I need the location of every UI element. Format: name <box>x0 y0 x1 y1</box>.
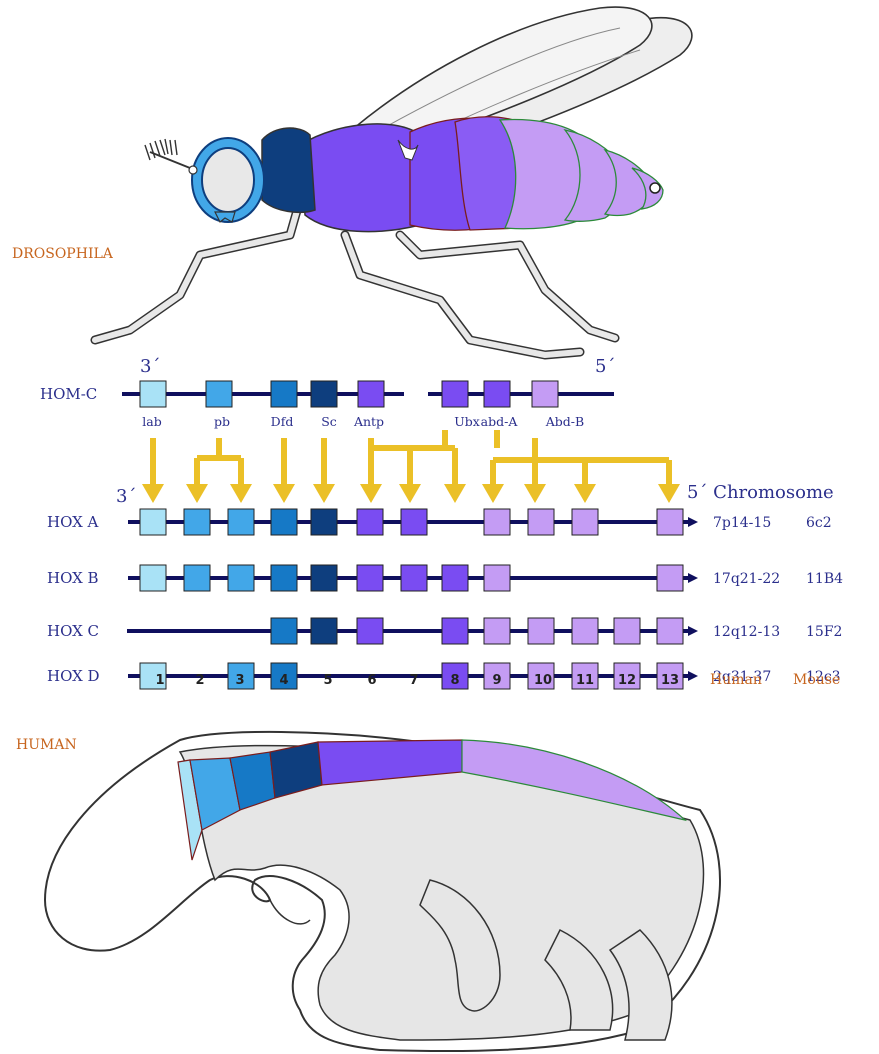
drosophila-illustration <box>95 7 692 355</box>
hox-gene-11 <box>572 509 598 535</box>
homc-gene-label: Sc <box>321 414 337 429</box>
hox-gene-3 <box>228 509 254 535</box>
paralog-number: 3 <box>235 673 244 688</box>
homc-gene-label: Ubx <box>454 414 480 429</box>
homology-arrows <box>142 430 680 503</box>
hox-row-hox-c: HOX C 12q12-13 15F2 <box>47 618 842 644</box>
homc-gene-dfd <box>271 381 297 407</box>
hox-cluster-label: HOX A <box>47 513 99 531</box>
hox-gene-1 <box>140 565 166 591</box>
hox-cluster-label: HOX C <box>47 622 99 640</box>
homc-gene-ubx <box>442 381 468 407</box>
homc-gene-sc <box>311 381 337 407</box>
paralog-number: 4 <box>279 673 288 688</box>
hox-gene-5 <box>311 509 337 535</box>
homc-gene-label: abd-A <box>481 414 519 429</box>
human-column-label: Human <box>710 672 762 688</box>
hox-gene-13 <box>657 618 683 644</box>
hox-gene-4 <box>271 565 297 591</box>
hox-row-hox-a: HOX A 7p14-15 6c2 <box>47 509 832 535</box>
paralog-number: 12 <box>618 673 636 688</box>
paralog-number: 2 <box>195 673 204 688</box>
homc-gene-lab <box>140 381 166 407</box>
homc-gene-antp <box>358 381 384 407</box>
hox-gene-13 <box>657 565 683 591</box>
hox-gene-7 <box>401 565 427 591</box>
hox-gene-8 <box>442 618 468 644</box>
hox-gene-10 <box>528 509 554 535</box>
hox-gene-4 <box>271 618 297 644</box>
homc-gene-label: lab <box>142 414 161 429</box>
homc-cluster: 3´ 5´ HOM-C lab pb Dfd Sc Antp Ubxabd-A Abd-B <box>40 356 615 429</box>
hox-gene-12 <box>614 618 640 644</box>
hox-gene-13 <box>657 509 683 535</box>
homc-gene-abdb <box>532 381 558 407</box>
hox-gene-8 <box>442 565 468 591</box>
homc-gene-label: pb <box>214 414 230 429</box>
hox-gene-3 <box>228 565 254 591</box>
paralog-number: 8 <box>450 673 459 688</box>
chromosome-end-arrow <box>688 671 698 681</box>
human-locus: 7p14-15 <box>713 515 771 531</box>
paralog-number: 13 <box>661 673 679 688</box>
hox-gene-5 <box>311 565 337 591</box>
hox-gene-1 <box>140 509 166 535</box>
human-locus: 17q21-22 <box>713 571 780 587</box>
mouse-locus: 6c2 <box>806 515 832 531</box>
fly-leg <box>95 200 300 340</box>
paralog-number: 5 <box>323 673 332 688</box>
hox-row-hox-b: HOX B 17q21-22 11B4 <box>47 565 843 591</box>
homc-gene-abda <box>484 381 510 407</box>
human-locus: 12q12-13 <box>713 624 780 640</box>
hox-gene-10 <box>528 618 554 644</box>
mouse-locus: 15F2 <box>806 624 842 640</box>
homc-gene-label: Abd-B <box>545 414 584 429</box>
paralog-number: 1 <box>155 673 164 688</box>
homc-five-prime: 5´ <box>595 356 615 377</box>
paralog-number: 6 <box>367 673 376 688</box>
mouse-locus: 11B4 <box>806 571 843 587</box>
homc-gene-label: Dfd <box>271 414 294 429</box>
paralog-number: 9 <box>492 673 501 688</box>
homc-gene-pb <box>206 381 232 407</box>
mouse-column-label: Mouse <box>793 672 840 688</box>
fly-eye <box>202 148 254 212</box>
hox-cluster-label: HOX B <box>47 569 99 587</box>
paralog-number: 7 <box>409 673 418 688</box>
chromosome-end-arrow <box>688 626 698 636</box>
fly-prothorax <box>262 128 315 212</box>
drosophila-label: DROSOPHILA <box>12 246 114 262</box>
homc-three-prime: 3´ <box>140 356 160 377</box>
hox-three-prime: 3´ <box>116 486 136 507</box>
hox-gene-2 <box>184 565 210 591</box>
hox-gene-4 <box>271 509 297 535</box>
hox-gene-6 <box>357 565 383 591</box>
hox-gene-5 <box>311 618 337 644</box>
hox-cluster-label: HOX D <box>47 667 100 685</box>
hox-gene-11 <box>572 618 598 644</box>
hox-gene-6 <box>357 618 383 644</box>
chromosome-end-arrow <box>688 517 698 527</box>
hox-gene-9 <box>484 509 510 535</box>
human-label: HUMAN <box>16 737 77 753</box>
hox-gene-9 <box>484 565 510 591</box>
chromosome-end-arrow <box>688 573 698 583</box>
homc-gene-label: Antp <box>353 414 384 429</box>
hox-gene-2 <box>184 509 210 535</box>
hox-gene-7 <box>401 509 427 535</box>
hox-gene-9 <box>484 618 510 644</box>
human-embryo-illustration <box>45 732 720 1051</box>
paralog-number: 10 <box>534 673 552 688</box>
paralog-number: 11 <box>576 673 594 688</box>
chromosome-header: 5´ Chromosome <box>687 482 834 503</box>
hox-gene-6 <box>357 509 383 535</box>
fly-thorax <box>300 124 420 232</box>
homc-label: HOM-C <box>40 385 97 403</box>
